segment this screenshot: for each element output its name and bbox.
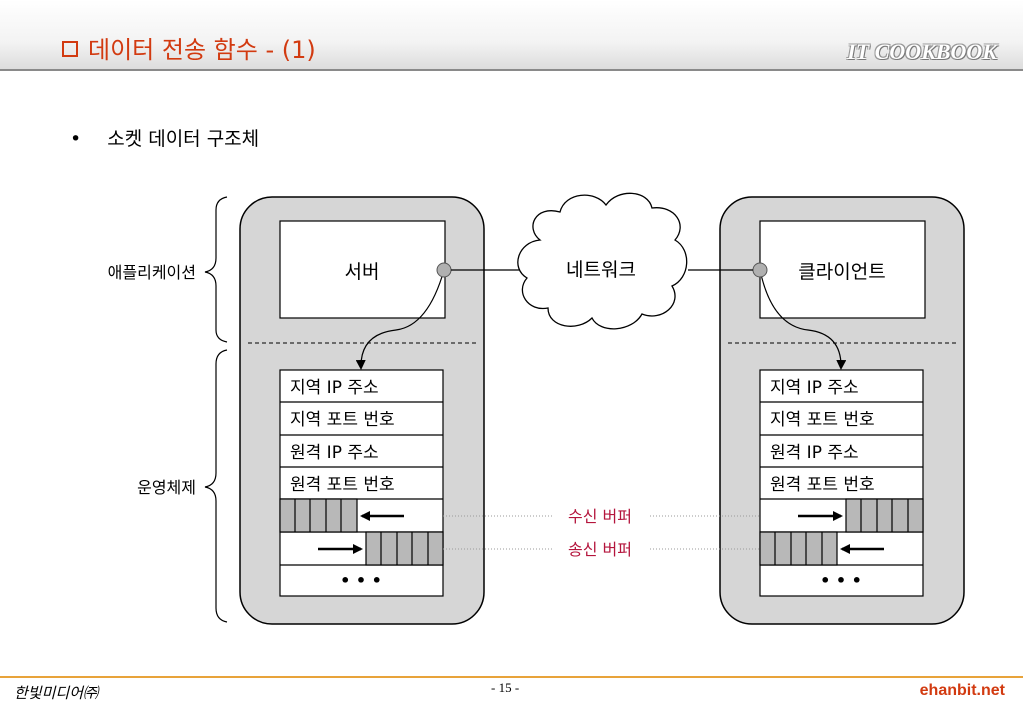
recv-buffer-label: 수신 버퍼 xyxy=(568,507,632,526)
page-number: - 15 - xyxy=(491,680,520,695)
server-ellipsis: • • • xyxy=(340,571,382,590)
client-send-buffer-cells xyxy=(759,531,838,566)
server-app-label: 서버 xyxy=(345,261,380,283)
publisher-name: 한빛미디어㈜ xyxy=(14,684,99,702)
client-connection-point xyxy=(752,262,768,278)
bullet-text: 소켓 데이터 구조체 xyxy=(107,128,260,150)
send-label-backdrop xyxy=(552,538,648,560)
server-app-to-socket-arrow xyxy=(355,269,445,370)
site-link[interactable]: ehanbit.net xyxy=(919,682,1005,699)
client-row-local-port: 지역 포트 번호 xyxy=(770,410,875,430)
bullet-item: • 소켓 데이터 구조체 xyxy=(70,124,259,151)
client-recv-buffer-cells xyxy=(845,498,924,533)
recv-label-backdrop xyxy=(552,505,648,527)
client-ellipsis: • • • xyxy=(820,571,862,590)
server-row-local-port: 지역 포트 번호 xyxy=(290,410,395,430)
client-row-remote-ip: 원격 IP 주소 xyxy=(770,443,859,463)
network-label: 네트워크 xyxy=(566,259,636,281)
server-row-remote-port: 원격 포트 번호 xyxy=(290,475,395,495)
header-divider xyxy=(0,69,1023,71)
slide-header xyxy=(0,0,1023,70)
os-brace xyxy=(204,349,228,623)
bullet-marker: • xyxy=(70,128,82,150)
send-buffer-label: 송신 버퍼 xyxy=(568,540,632,559)
server-row-remote-ip: 원격 IP 주소 xyxy=(290,443,379,463)
server-row-local-ip: 지역 IP 주소 xyxy=(290,378,379,398)
application-brace xyxy=(204,196,228,343)
client-app-label: 클라이언트 xyxy=(798,261,885,283)
checkbox-icon xyxy=(62,41,78,57)
client-row-remote-port: 원격 포트 번호 xyxy=(770,475,875,495)
application-label: 애플리케이션 xyxy=(108,263,196,282)
client-device: 클라이언트 지역 IP 주소 지역 포트 번호 원격 IP 주소 원격 포트 번… xyxy=(719,196,965,625)
os-label: 운영체제 xyxy=(137,478,196,497)
server-recv-buffer-cells xyxy=(279,498,358,533)
server-app-box xyxy=(279,220,446,319)
slide-title: 데이터 전송 함수 - (1) xyxy=(62,30,316,65)
client-app-box xyxy=(759,220,926,319)
client-row-local-ip: 지역 IP 주소 xyxy=(770,378,859,398)
client-app-to-socket-arrow xyxy=(759,269,847,370)
footer-divider xyxy=(0,676,1023,678)
server-device: 서버 지역 IP 주소 지역 포트 번호 원격 IP 주소 원격 포트 번호 •… xyxy=(239,196,485,625)
brand-logo-text: IT COOKBOOK xyxy=(847,39,997,64)
server-send-buffer-cells xyxy=(365,531,444,566)
network-cloud xyxy=(517,192,688,330)
server-connection-point xyxy=(436,262,452,278)
slide-title-text: 데이터 전송 함수 - (1) xyxy=(88,36,316,64)
